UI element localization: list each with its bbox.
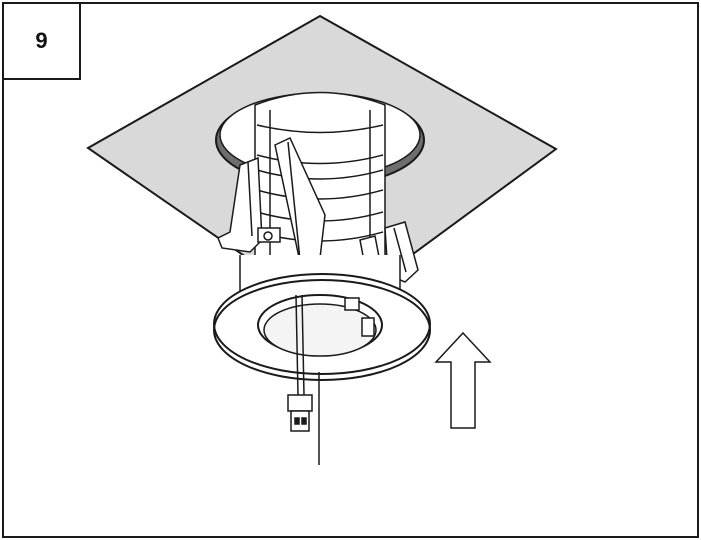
step-number: 9	[35, 28, 48, 53]
left-spring-clip	[217, 137, 326, 263]
cable-connector	[287, 394, 313, 432]
up-arrow-icon	[434, 331, 492, 429]
power-cable	[295, 294, 320, 465]
trim-ring	[213, 273, 431, 381]
step-number-box: 9	[2, 2, 81, 80]
